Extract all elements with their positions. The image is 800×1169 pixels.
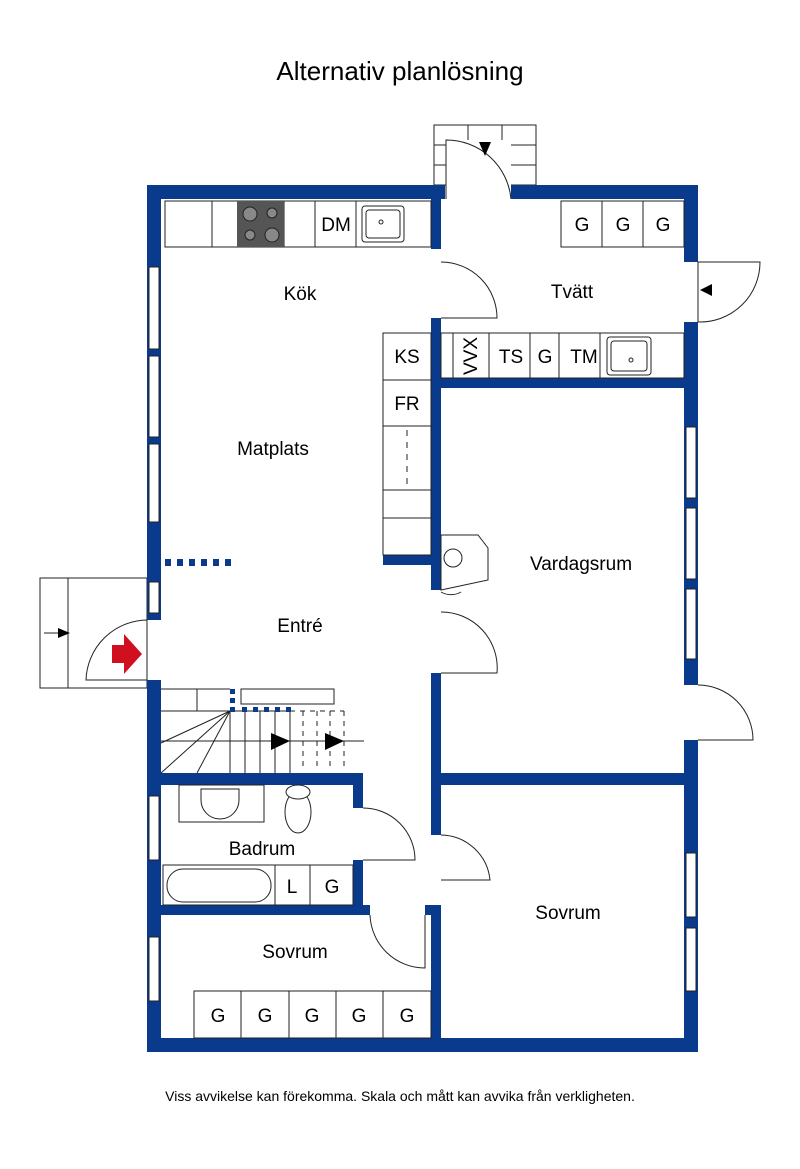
label-fr: FR bbox=[394, 394, 419, 415]
walls bbox=[147, 185, 698, 1052]
label-tm: TM bbox=[570, 347, 597, 368]
room-matplats: Matplats bbox=[237, 439, 309, 460]
label-g: G bbox=[305, 1006, 320, 1027]
label-g: G bbox=[352, 1006, 367, 1027]
label-g: G bbox=[656, 215, 671, 236]
label-g: G bbox=[211, 1006, 226, 1027]
label-g: G bbox=[400, 1006, 415, 1027]
windows bbox=[148, 266, 697, 1002]
room-entre: Entré bbox=[277, 616, 322, 637]
label-dm: DM bbox=[321, 215, 351, 236]
label-g: G bbox=[538, 347, 553, 368]
bathtub-icon bbox=[166, 868, 272, 903]
label-ks: KS bbox=[394, 347, 419, 368]
label-g: G bbox=[616, 215, 631, 236]
label-g: G bbox=[325, 877, 340, 898]
label-g: G bbox=[258, 1006, 273, 1027]
entry-arrow-icon bbox=[112, 634, 142, 674]
entry-steps bbox=[39, 577, 148, 689]
label-g: G bbox=[575, 215, 590, 236]
label-ts: TS bbox=[499, 347, 523, 368]
room-vardagsrum: Vardagsrum bbox=[530, 554, 632, 575]
room-badrum: Badrum bbox=[229, 839, 296, 860]
top-steps bbox=[433, 124, 537, 200]
kitchen-counter bbox=[164, 200, 432, 248]
disclaimer: Viss avvikelse kan förekomma. Skala och … bbox=[165, 1088, 635, 1104]
label-vvx: VVX bbox=[461, 337, 482, 375]
room-sovrum-small: Sovrum bbox=[262, 942, 327, 963]
room-tvatt: Tvätt bbox=[551, 282, 594, 303]
washbasin-icon bbox=[200, 788, 240, 820]
room-kok: Kök bbox=[284, 284, 317, 305]
label-l: L bbox=[287, 877, 298, 898]
room-sovrum-large: Sovrum bbox=[535, 903, 600, 924]
plan-title: Alternativ planlösning bbox=[276, 56, 524, 86]
staircase bbox=[160, 688, 364, 774]
